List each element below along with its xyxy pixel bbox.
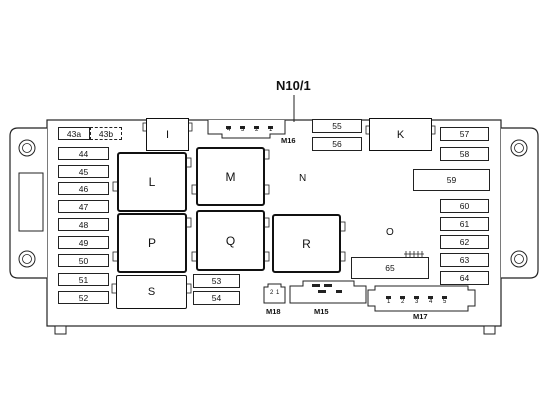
fuse-53: 53 <box>193 274 240 288</box>
m16-pin-4: 4 <box>227 127 231 133</box>
zone-label-n: N <box>299 173 307 184</box>
m18-pin-2: 2 <box>270 290 274 296</box>
mounting-hole-left-bottom <box>18 250 36 268</box>
m17-pin-5: 5 <box>443 299 447 305</box>
mounting-hole-right-bottom <box>510 250 528 268</box>
mounting-hole-right-top <box>510 139 528 157</box>
fuse-58: 58 <box>440 147 489 161</box>
module-title: N10/1 <box>276 78 311 93</box>
m16-pin-3: 3 <box>241 127 245 133</box>
fuse-49: 49 <box>58 236 109 249</box>
fuse-62: 62 <box>440 235 489 249</box>
fuse-56: 56 <box>312 137 362 151</box>
fuse-47: 47 <box>58 200 109 213</box>
fuse-45: 45 <box>58 165 109 178</box>
mounting-hole-left-top <box>18 139 36 157</box>
m17-pin-1: 1 <box>387 299 391 305</box>
m15-label: M15 <box>314 307 329 316</box>
relay-l: L <box>117 152 187 212</box>
relay-m: M <box>196 147 265 206</box>
relay-r: R <box>272 214 341 273</box>
relay-s: S <box>116 275 187 309</box>
fuse-51: 51 <box>58 273 109 286</box>
m16-label: M16 <box>281 136 296 145</box>
fuse-43a: 43a <box>58 127 90 140</box>
fuse-44: 44 <box>58 147 109 160</box>
relay-q: Q <box>196 210 265 271</box>
fuse-59: 59 <box>413 169 490 191</box>
m16-pin-1: 1 <box>269 127 273 133</box>
fuse-63: 63 <box>440 253 489 267</box>
fuse-60: 60 <box>440 199 489 213</box>
m17-pin-3: 3 <box>415 299 419 305</box>
relay-p: P <box>117 213 187 273</box>
m17-label: M17 <box>413 312 428 321</box>
fuse-52: 52 <box>58 291 109 304</box>
fuse-65: 65 <box>351 257 429 279</box>
zone-label-o: O <box>386 227 394 238</box>
m18-label: M18 <box>266 307 281 316</box>
relay-k: K <box>369 118 432 151</box>
fuse-64: 64 <box>440 271 489 285</box>
fuse-54: 54 <box>193 291 240 305</box>
m17-pin-2: 2 <box>401 299 405 305</box>
fuse-57: 57 <box>440 127 489 141</box>
m17-pin-4: 4 <box>429 299 433 305</box>
fuse-48: 48 <box>58 218 109 231</box>
fuse-50: 50 <box>58 254 109 267</box>
fuse-61: 61 <box>440 217 489 231</box>
m18-pin-1: 1 <box>276 290 280 296</box>
fuse-43b: 43b <box>90 127 122 140</box>
m16-pin-2: 2 <box>255 127 259 133</box>
fuse-46: 46 <box>58 182 109 195</box>
fuse-55: 55 <box>312 119 362 133</box>
relay-i: I <box>146 118 189 151</box>
